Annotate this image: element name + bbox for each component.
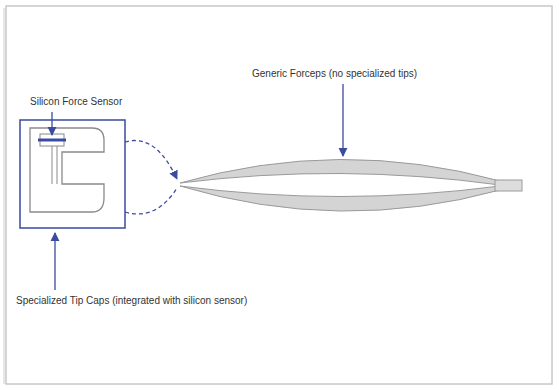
- silicon-sensor: [38, 139, 66, 142]
- forceps-arm: [180, 159, 500, 185]
- tip-cap-shape: [30, 128, 104, 212]
- sensor-label: Silicon Force Sensor: [30, 96, 122, 108]
- tip-cap-box: [20, 120, 125, 228]
- zoom-curve: [125, 141, 177, 179]
- sensor-stem: [57, 146, 58, 184]
- forceps-handle: [495, 180, 522, 191]
- leader-arrow: [54, 233, 55, 290]
- leader-arrow: [342, 84, 343, 156]
- sensor-stem: [52, 146, 53, 184]
- forceps-label: Generic Forceps (no specialized tips): [252, 68, 417, 80]
- zoom-curve: [125, 188, 177, 214]
- tip-cap-label: Specialized Tip Caps (integrated with si…: [16, 295, 247, 307]
- forceps-arm: [180, 186, 500, 211]
- frame-shadow: [3, 8, 5, 384]
- leader-arrow: [51, 112, 52, 135]
- frame: [6, 6, 552, 384]
